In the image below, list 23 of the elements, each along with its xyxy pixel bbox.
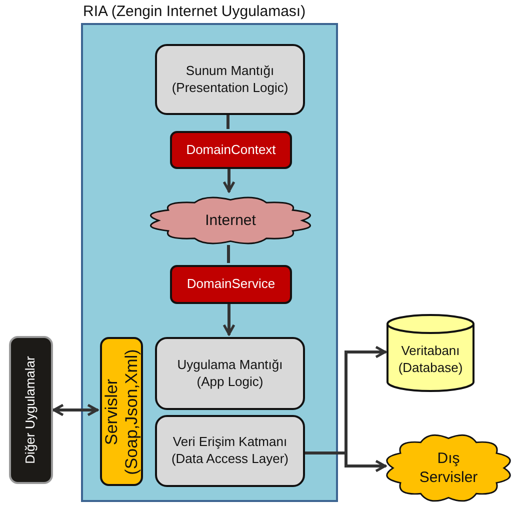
process-box (155, 337, 305, 410)
node-label: DomainContext (186, 142, 276, 158)
arrow (52, 404, 98, 416)
service-box (170, 265, 292, 304)
process-box (155, 44, 305, 115)
container-heading: RIA (Zengin Internet Uygulaması) (83, 3, 306, 20)
node-label: DomainService (186, 276, 276, 293)
application-box (9, 336, 53, 484)
node-label: Veritabanı (Database) (397, 343, 464, 377)
arrow (222, 302, 236, 336)
arrow (222, 167, 236, 192)
node-label: Servisler (Soap,Json,Xml) (102, 348, 142, 476)
node-label: Dış Servisler (418, 448, 479, 488)
node-label: Veri Erişim Katmanı (Data Access Layer) (170, 434, 290, 468)
service-box (100, 337, 143, 486)
internet-cloud (147, 194, 314, 247)
service-box (170, 131, 292, 169)
node-label: Sunum Mantığı (Presentation Logic) (170, 62, 290, 96)
process-box (155, 415, 305, 487)
node-label: Diğer Uygulamalar (22, 355, 39, 466)
node-label: Uygulama Mantığı (App Logic) (176, 356, 284, 390)
node-label: Internet (205, 210, 256, 230)
database-cylinder (386, 315, 475, 391)
